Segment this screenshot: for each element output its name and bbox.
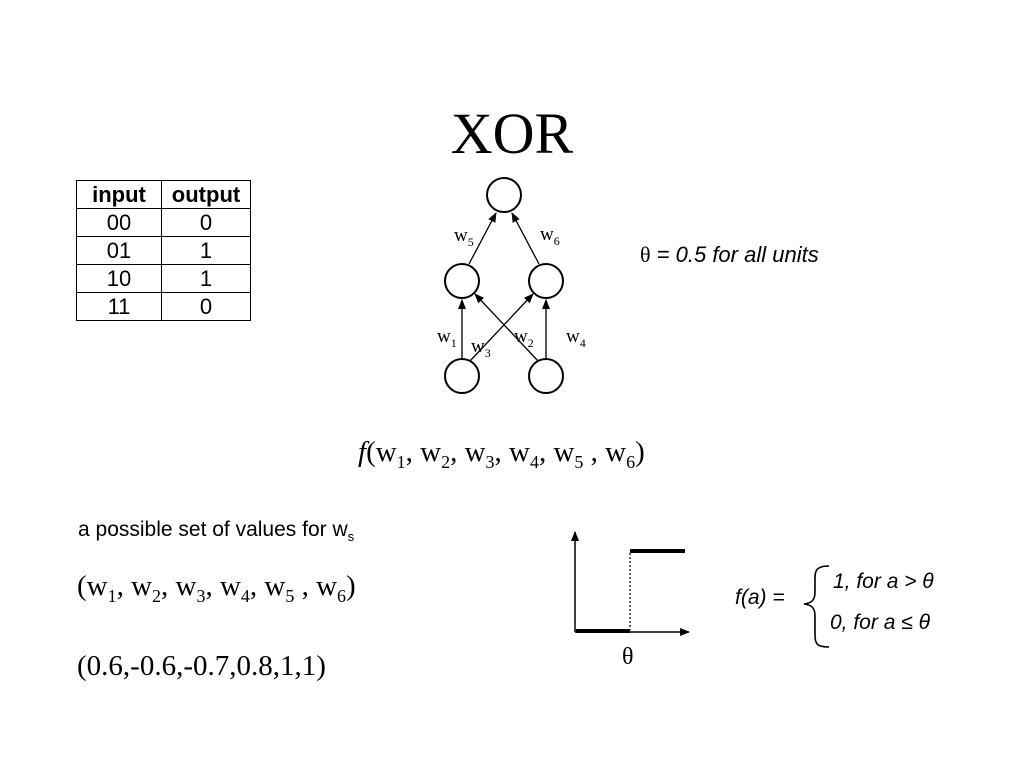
activation-case-zero: 0, for a ≤ θ <box>830 611 930 634</box>
output-node <box>486 177 522 213</box>
activation-case-one: 1, for a > θ <box>833 570 934 593</box>
weight-label-w1: w1 <box>437 326 457 350</box>
edge-w2 <box>474 293 539 362</box>
weight-values: (0.6,-0.6,-0.7,0.8,1,1) <box>77 650 326 682</box>
table-row: 00 0 <box>76 208 251 237</box>
weight-label-w5: w5 <box>454 225 474 249</box>
truth-table: input output 00 0 01 1 10 1 11 0 <box>76 180 251 321</box>
activation-lhs: f(a) = <box>735 586 785 609</box>
edge-w3 <box>469 293 534 362</box>
edge-w5 <box>468 212 497 265</box>
edge-w6 <box>511 212 540 265</box>
threshold-note: θ = 0.5 for all units <box>640 242 819 268</box>
threshold-note-text: = 0.5 for all units <box>650 242 819 267</box>
input-node-right <box>528 358 564 394</box>
input-node-left <box>444 358 480 394</box>
curly-brace <box>803 565 830 648</box>
weight-label-w6: w6 <box>540 224 560 248</box>
theta-symbol: θ <box>640 242 651 267</box>
cell-input: 00 <box>76 208 162 237</box>
cell-input: 01 <box>76 236 162 265</box>
values-caption: a possible set of values for ws <box>78 518 355 545</box>
cell-output: 1 <box>161 264 251 293</box>
table-row: 01 1 <box>76 236 251 265</box>
function-expression: f(w1, w2, w3, w4, w5 , w6) <box>358 436 645 472</box>
weight-label-w3: w3 <box>471 336 491 360</box>
weight-label-w4: w4 <box>566 326 586 350</box>
page-title: XOR <box>450 101 574 166</box>
table-row: 10 1 <box>76 264 251 293</box>
step-function-plot <box>571 531 690 636</box>
weight-tuple: (w1, w2, w3, w4, w5 , w6) <box>77 570 356 606</box>
table-row: 11 0 <box>76 292 251 321</box>
weight-label-w2: w2 <box>514 326 534 350</box>
cell-output: 0 <box>161 292 251 321</box>
hidden-node-left <box>444 263 480 299</box>
header-input: input <box>76 180 162 209</box>
network-diagram: w5 w6 w1 w3 w2 w4 <box>437 177 586 394</box>
threshold-axis-label: θ <box>622 644 634 670</box>
hidden-node-right <box>528 263 564 299</box>
cell-input: 11 <box>76 292 162 321</box>
cell-output: 0 <box>161 208 251 237</box>
